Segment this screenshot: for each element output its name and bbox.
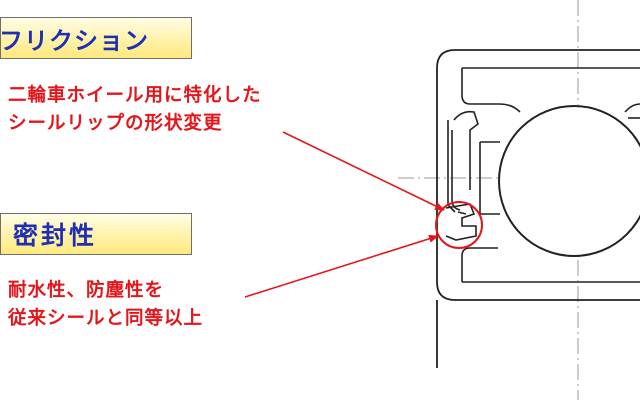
friction-heading-box: フリクション xyxy=(0,17,192,59)
sealing-description-line-2: 従来シールと同等以上 xyxy=(8,308,204,329)
friction-description-line-1: 二輪車ホイール用に特化した xyxy=(8,85,262,106)
bearing-ball xyxy=(498,105,640,257)
sealing-heading-box: 密封性 xyxy=(0,213,192,255)
seal-lip xyxy=(445,110,479,241)
sealing-callout-arrow xyxy=(244,234,439,298)
outer-ring-outline xyxy=(436,49,640,368)
outer-race xyxy=(461,67,640,283)
sealing-heading: 密封性 xyxy=(13,221,98,250)
friction-callout-arrow xyxy=(282,131,445,211)
center-lines xyxy=(398,0,640,400)
sealing-description: 耐水性、防塵性を 従来シールと同等以上 xyxy=(8,277,203,333)
friction-heading: フリクション xyxy=(0,26,149,55)
friction-description: 二輪車ホイール用に特化した シールリップの形状変更 xyxy=(8,82,262,138)
seal-highlight-circle xyxy=(435,201,483,249)
inner-ring xyxy=(479,141,500,215)
friction-description-line-2: シールリップの形状変更 xyxy=(8,113,223,134)
sealing-description-line-1: 耐水性、防塵性を xyxy=(8,280,165,301)
